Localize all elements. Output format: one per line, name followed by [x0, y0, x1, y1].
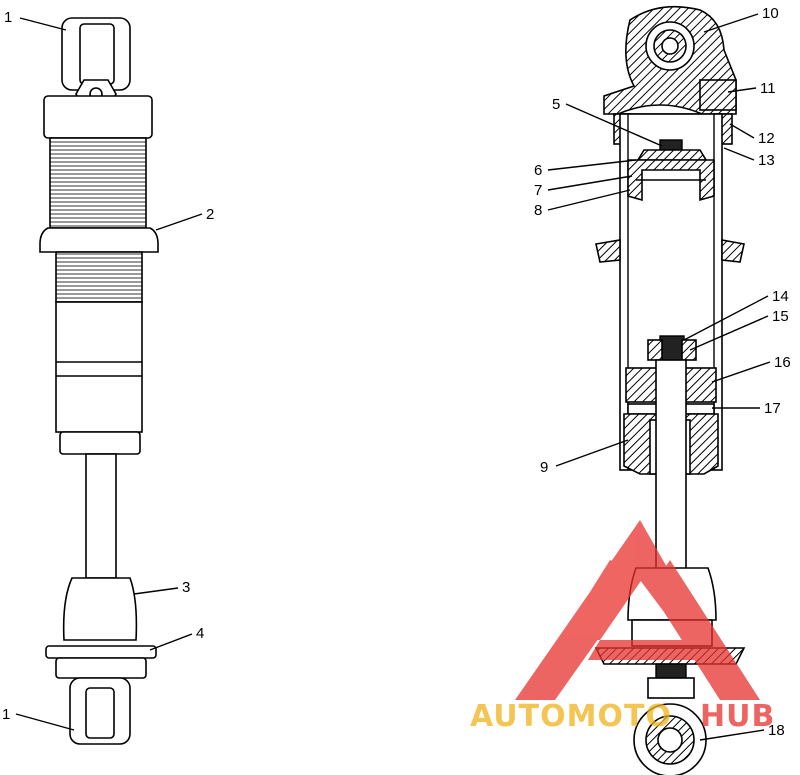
label-10: 10 — [762, 5, 779, 22]
shaft — [85, 453, 117, 579]
label-15: 15 — [772, 308, 789, 325]
floating-piston — [627, 159, 715, 202]
spring-seat-right — [721, 239, 745, 263]
threaded-body-upper — [49, 137, 147, 229]
top-cap — [43, 95, 153, 139]
lower-plate — [45, 645, 157, 659]
label-1-bottom: 1 — [2, 706, 10, 723]
label-5: 5 — [552, 96, 560, 113]
shaft-cutaway — [655, 359, 687, 571]
watermark: AUTOMOTO HUB — [470, 520, 775, 734]
label-11: 11 — [760, 80, 776, 97]
label-8: 8 — [534, 202, 542, 219]
label-18: 18 — [768, 722, 785, 739]
label-2: 2 — [206, 206, 214, 223]
label-7: 7 — [534, 182, 542, 199]
spring-collar — [39, 227, 159, 253]
label-3: 3 — [182, 579, 190, 596]
bump-stop — [62, 577, 138, 641]
exterior-shock — [39, 17, 159, 745]
cutaway-shock — [594, 5, 746, 775]
label-16: 16 — [774, 354, 791, 371]
leader-lines — [15, 13, 771, 741]
shock-body — [55, 301, 143, 433]
label-1-top: 1 — [4, 9, 12, 26]
spring-seat-left — [595, 239, 621, 263]
label-14: 14 — [772, 288, 789, 305]
fitting — [699, 79, 737, 111]
label-6: 6 — [534, 162, 542, 179]
watermark-text-hub: HUB — [700, 699, 775, 734]
watermark-logo — [515, 520, 720, 700]
piston-nut — [659, 335, 685, 363]
label-9: 9 — [540, 459, 548, 476]
label-4: 4 — [196, 625, 204, 642]
callout-labels: 1 2 3 4 1 10 11 12 13 5 6 7 8 14 15 16 1… — [2, 5, 791, 739]
label-17: 17 — [764, 400, 781, 417]
watermark-text-automoto: AUTOMOTO — [470, 699, 672, 734]
label-12: 12 — [758, 130, 775, 147]
threaded-body-lower — [55, 251, 143, 303]
label-13: 13 — [758, 152, 775, 169]
